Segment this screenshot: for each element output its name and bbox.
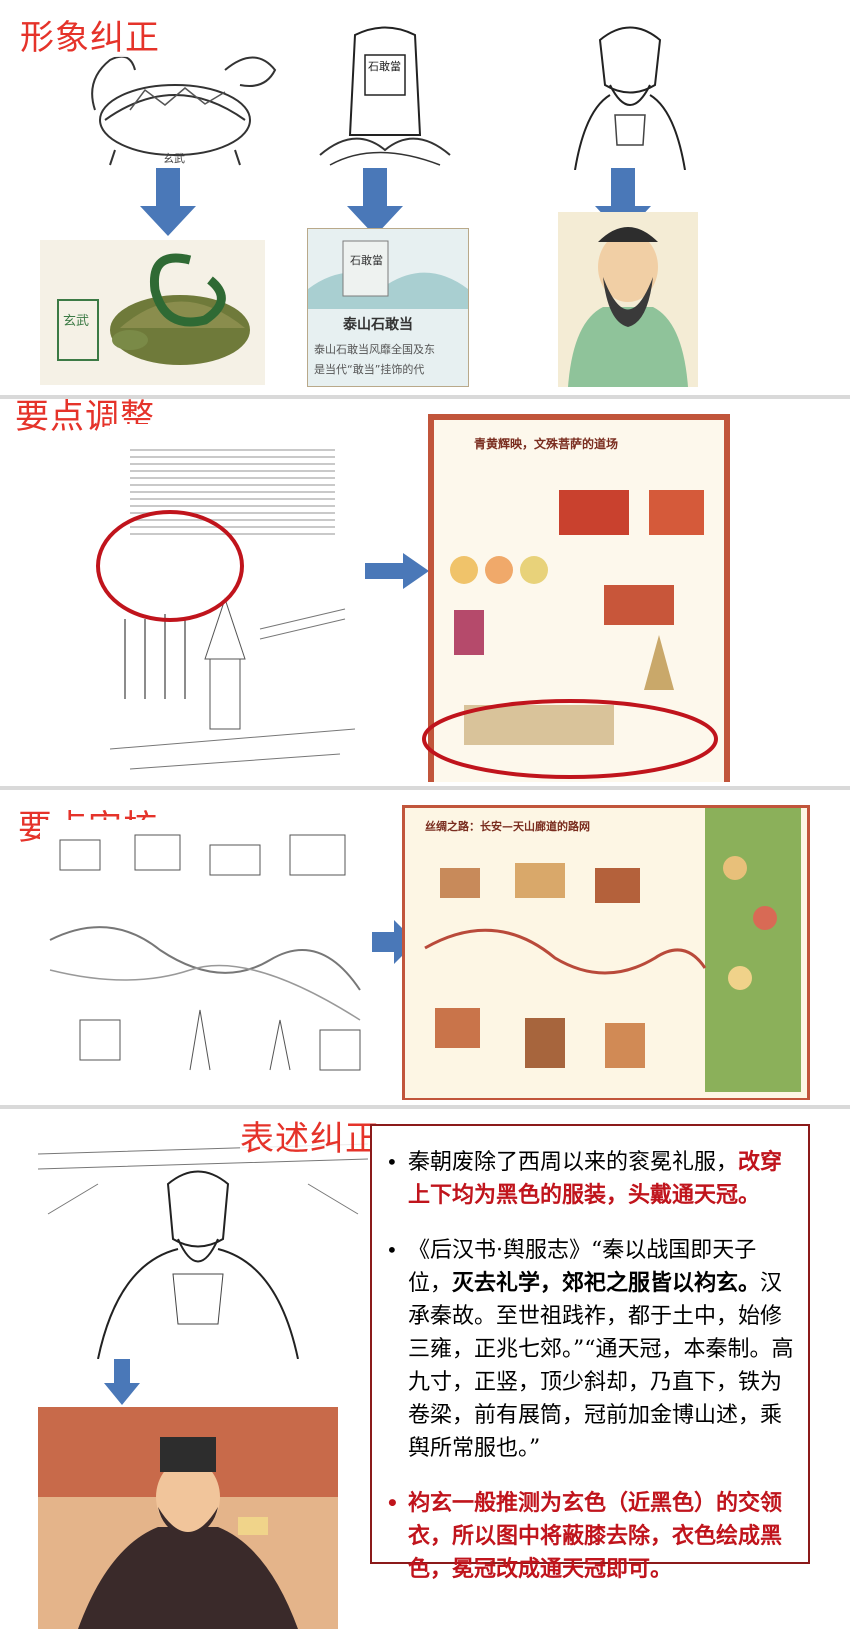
text-box: 秦朝废除了西周以来的衮冕礼服，改穿上下均为黑色的服装，头戴通天冠。 《后汉书·舆… [370, 1124, 810, 1582]
bullet-text: 秦朝废除了西周以来的衮冕礼服， [408, 1150, 739, 1175]
arrow-down-icon [140, 168, 196, 236]
bullet-item: 《后汉书·舆服志》“秦以战国即天子位，灭去礼学，郊祀之服皆以袀玄。汉承秦故。至世… [372, 1234, 798, 1465]
section-point-review: 要点审核 丝绸之路：长安—天山廊道的路网 [0, 790, 850, 1100]
stone-color-tablet: 石敢當 [350, 253, 383, 267]
xuanwu-color-image: 玄武 [40, 240, 265, 385]
stone-sketch-label: 石敢當 [368, 59, 401, 73]
section-divider [0, 1105, 850, 1109]
bullet-text-red: 袀玄一般推测为玄色（近黑色）的交领衣，所以图中将蔽膝去除，衣色绘成黑色，冕冠改成… [408, 1490, 783, 1582]
section-divider [0, 395, 850, 399]
section-point-adjustment: 要点调整 青黄辉映，文殊菩萨的道场 [0, 399, 850, 782]
stone-caption-line: 泰山石敢当风靡全国及东 [314, 343, 435, 356]
bullet-text: 汉承秦故。至世祖践祚，都于土中，始修三雍，正兆七郊。”“通天冠，本秦制。高九寸，… [408, 1271, 794, 1461]
section-image-correction: 玄武 石敢當 玄武 石敢當 泰山石敢当 [0, 0, 850, 395]
arrow-down-icon [347, 168, 403, 236]
confucius-sketch [555, 15, 705, 170]
left-doc-page [110, 424, 355, 779]
highlight-circle [422, 699, 718, 779]
right-color-page: 青黄辉映，文殊菩萨的道场 [428, 414, 730, 782]
section-title: 表述纠正 [240, 1119, 380, 1159]
highlight-circle [96, 510, 244, 622]
stone-color-image: 石敢當 泰山石敢当 泰山石敢当风靡全国及东 是当代“敢当”挂饰的代 [307, 228, 469, 387]
map-header: 丝绸之路：长安—天山廊道的路网 [425, 820, 590, 833]
section-divider [0, 786, 850, 790]
xuanwu-sketch-label: 玄武 [163, 151, 185, 165]
arrow-down-icon [104, 1359, 140, 1405]
bullet-text: 《后汉书·舆服志》“秦以战国即天子位， [408, 1238, 757, 1296]
arrow-right-icon [365, 553, 429, 589]
bullet-text-red: 改穿上下均为黑色的服装，头戴通天冠。 [408, 1149, 783, 1208]
stone-sketch: 石敢當 [315, 15, 455, 170]
bullet-item: 秦朝废除了西周以来的衮冕礼服，改穿上下均为黑色的服装，头戴通天冠。 [372, 1146, 798, 1212]
bullet-text-bold: 灭去礼学，郊祀之服皆以袀玄。 [452, 1270, 761, 1296]
left-route-map [40, 820, 370, 1090]
emperor-color-image [38, 1407, 338, 1629]
section-title: 形象纠正 [20, 18, 160, 58]
xuanwu-seal: 玄武 [63, 314, 89, 329]
emperor-sketch [37, 1124, 369, 1360]
page-header: 青黄辉映，文殊菩萨的道场 [474, 437, 619, 451]
confucius-color-image [558, 212, 698, 387]
stone-caption-title: 泰山石敢当 [343, 317, 413, 333]
stone-caption-line: 是当代“敢当”挂饰的代 [314, 363, 425, 376]
right-color-map: 丝绸之路：长安—天山廊道的路网 [402, 805, 810, 1100]
bullet-item: 袀玄一般推测为玄色（近黑色）的交领衣，所以图中将蔽膝去除，衣色绘成黑色，冕冠改成… [372, 1487, 798, 1586]
section-statement-correction: 表述纠正 秦朝废除了西周以来的衮冕礼服，改穿上下均为黑色的服装，头戴通天冠。 《… [0, 1109, 850, 1633]
